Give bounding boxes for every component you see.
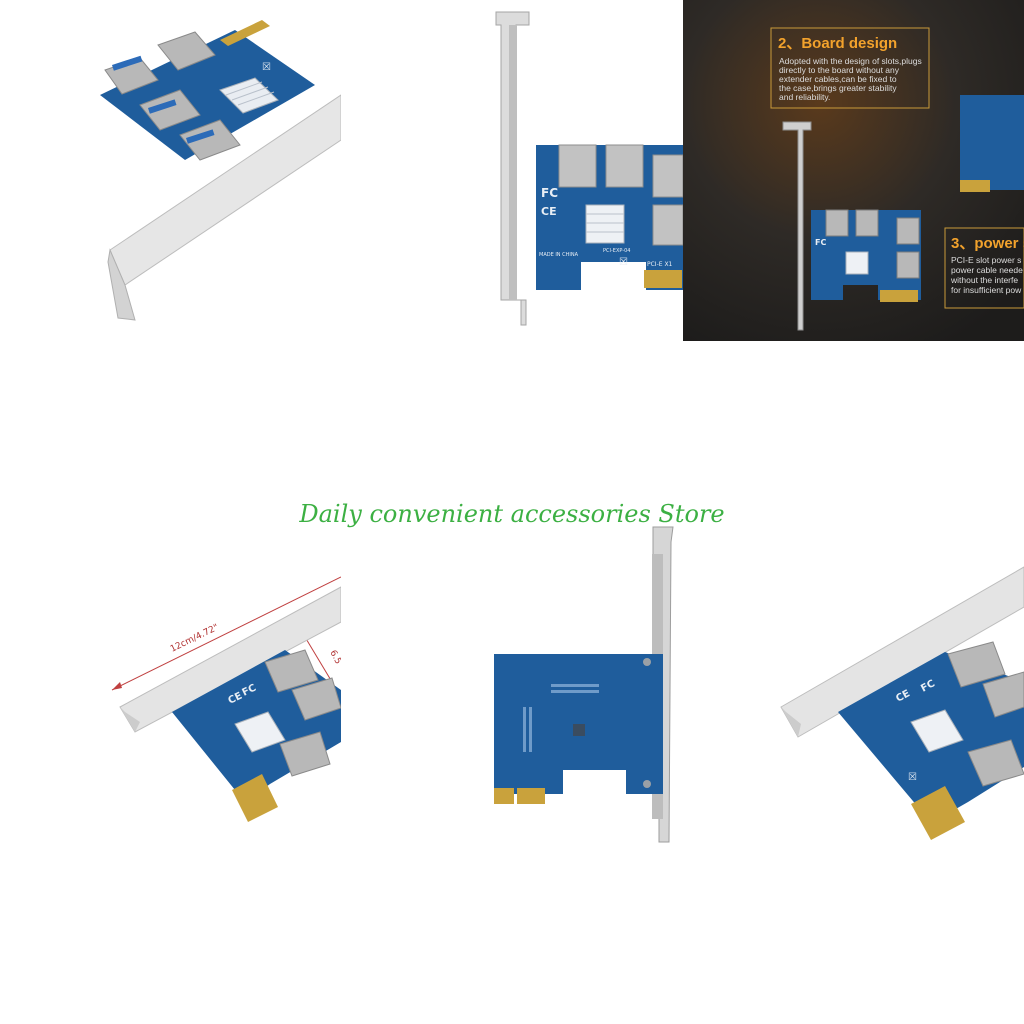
board-design-box (770, 27, 930, 109)
screw-top (643, 658, 651, 666)
product-photo-front[interactable]: FC CE MADE IN CHINA PCI-EXP-04 PCI-E X1 … (341, 0, 683, 341)
fcc-mark: FC (541, 186, 558, 200)
gold-contacts (911, 786, 965, 840)
usb-port-3 (139, 89, 201, 131)
gold-contacts (220, 20, 270, 46)
heatsink (585, 204, 625, 244)
feature-panel-graphic: 2、Board design Adopted with the design o… (683, 0, 1024, 341)
usb-port-1 (558, 144, 597, 188)
chip-pad (573, 724, 585, 736)
pcie-card-illustration-2: FC CE MADE IN CHINA PCI-EXP-04 PCI-E X1 … (495, 11, 683, 326)
usb-port-2 (982, 671, 1024, 718)
power-supply-line-2: power cable neede (951, 265, 1023, 275)
usb-port-1 (947, 641, 1006, 688)
power-supply-line-1: PCI-E slot power s (951, 255, 1021, 265)
pcie-card-illustration-5 (494, 526, 674, 843)
gold-contacts-left (494, 788, 514, 804)
product-photo-dimensions[interactable]: 12cm/4.72" 6.5 CE FC (0, 512, 341, 853)
power-supply-line-3: without the interfe (950, 275, 1018, 285)
board-design-line-5: and reliability. (779, 92, 830, 102)
heatsink (219, 77, 279, 114)
usb-port-3 (279, 731, 331, 777)
svg-text:FC: FC (815, 238, 826, 247)
pcie-card-illustration-6: CE FC ☒ (780, 566, 1024, 840)
disposal-mark: ☒ (619, 257, 628, 268)
height-label: 6.5 (327, 649, 341, 666)
disposal-mark: ☒ (908, 772, 917, 783)
pcie-card-illustration-1: ☒ (100, 20, 341, 321)
board-design-line-4: the case,brings greater stability (779, 83, 897, 93)
usb-port-4 (652, 204, 683, 246)
product-photo-angled-side[interactable]: CE FC ☒ (683, 512, 1024, 853)
gold-contacts-right (517, 788, 545, 804)
model-mark: PCI-EXP-04 (603, 248, 630, 254)
screw-bottom (643, 780, 651, 788)
gold-contacts (232, 774, 278, 822)
power-supply-box (944, 227, 1024, 309)
power-supply-line-4: for insufficient pow (951, 285, 1022, 295)
pcb-board-partial (960, 95, 1024, 190)
board-design-title: 2、Board design (778, 35, 897, 52)
slot-mark: PCI-E X1 (647, 261, 673, 268)
usb-port-2 (291, 677, 341, 721)
ce-mark: CE (541, 205, 557, 218)
disposal-mark: ☒ (262, 62, 271, 73)
usb-port-2 (157, 31, 216, 71)
length-label: 12cm/4.72" (169, 623, 220, 655)
product-photo-back[interactable] (341, 512, 683, 853)
product-photo-angled-top[interactable]: ☒ (0, 0, 341, 341)
gold-contacts (644, 270, 682, 288)
board-design-line-2: directly to the board without any (779, 65, 900, 75)
pcie-card-illustration-4: 12cm/4.72" 6.5 CE FC (111, 576, 341, 822)
usb-port-1 (104, 55, 159, 95)
usb-port-4 (179, 119, 241, 161)
store-watermark: Daily convenient accessories Store (299, 500, 725, 528)
feature-panel[interactable]: 2、Board design Adopted with the design o… (683, 0, 1024, 341)
heatsink (234, 711, 286, 753)
power-supply-title: 3、power s (951, 235, 1024, 252)
usb-port-3 (652, 154, 683, 198)
usb-port-2 (605, 144, 644, 188)
board-design-line-1: Adopted with the design of slots,plugs (779, 56, 922, 66)
made-in-mark: MADE IN CHINA (539, 252, 579, 258)
board-design-line-3: extender cables,can be fixed to (779, 74, 897, 84)
heatsink (910, 709, 964, 753)
length-dimension-line (111, 576, 341, 691)
pcb-board (100, 30, 315, 160)
usb-port-3 (967, 739, 1024, 787)
usb-port-1 (264, 649, 319, 693)
